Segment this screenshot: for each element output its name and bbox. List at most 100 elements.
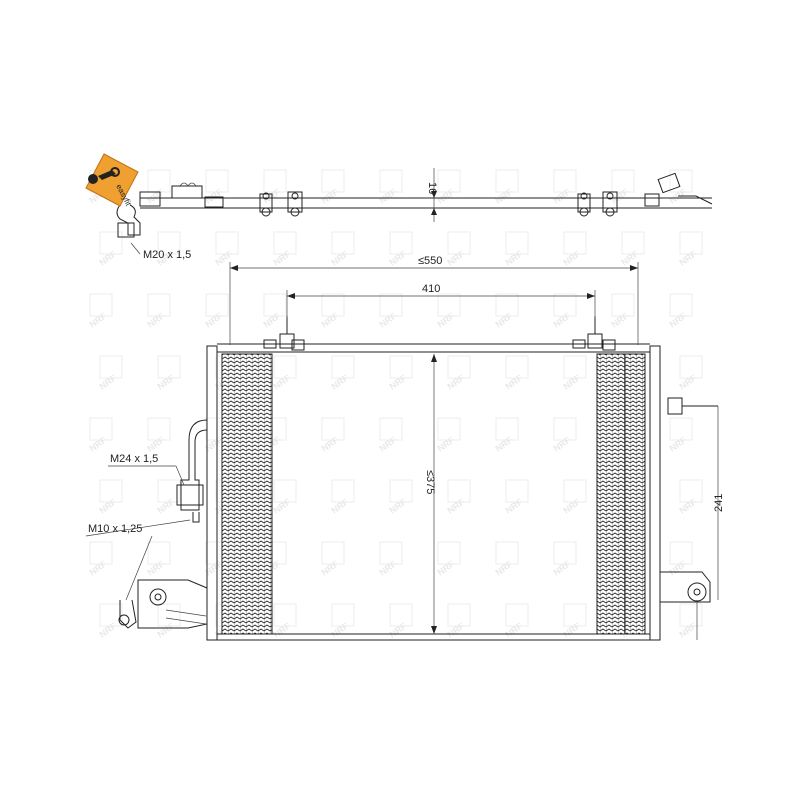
- watermark-text: NRF: [271, 373, 292, 392]
- watermark-text: NRF: [667, 559, 688, 578]
- watermark-tile: [273, 231, 297, 255]
- watermark-tile: [379, 293, 403, 317]
- dimension-thickness: 16: [426, 182, 438, 194]
- front-view: [118, 316, 718, 641]
- watermark-tile: [331, 603, 355, 627]
- watermark-text: NRF: [445, 249, 466, 268]
- watermark-text: NRF: [561, 249, 582, 268]
- watermark-text: NRF: [213, 249, 234, 268]
- watermark-text: NRF: [145, 187, 166, 206]
- watermark-tile: [437, 293, 461, 317]
- watermark-tile: [379, 541, 403, 565]
- watermark-text: NRF: [155, 373, 176, 392]
- watermark-text: NRF: [551, 187, 572, 206]
- watermark-tile: [205, 169, 229, 193]
- watermark-tile: [563, 603, 587, 627]
- watermark-text: NRF: [387, 373, 408, 392]
- watermark-text: NRF: [377, 187, 398, 206]
- watermark-tile: [611, 169, 635, 193]
- watermark-text: NRF: [329, 373, 350, 392]
- watermark-text: NRF: [493, 311, 514, 330]
- dimension-overall-width: ≤550: [418, 255, 442, 267]
- watermark-text: NRF: [445, 621, 466, 640]
- watermark-text: NRF: [329, 497, 350, 516]
- watermark-text: NRF: [561, 373, 582, 392]
- watermark-text: NRF: [503, 621, 524, 640]
- watermark-tile: [157, 355, 181, 379]
- watermark-text: NRF: [503, 249, 524, 268]
- watermark-tile: [147, 541, 171, 565]
- watermark-tile: [389, 603, 413, 627]
- watermark-text: NRF: [493, 187, 514, 206]
- thread-label-mid: M24 x 1,5: [110, 453, 158, 465]
- watermark-tile: [553, 417, 577, 441]
- watermark-tile: [553, 293, 577, 317]
- watermark-text: NRF: [377, 435, 398, 454]
- watermark-tile: [273, 355, 297, 379]
- watermark-text: NRF: [667, 435, 688, 454]
- watermark-text: NRF: [503, 497, 524, 516]
- watermark-tile: [147, 417, 171, 441]
- watermark-text: NRF: [87, 311, 108, 330]
- watermark-text: NRF: [145, 559, 166, 578]
- watermark-tile: [389, 479, 413, 503]
- watermark-text: NRF: [435, 435, 456, 454]
- watermark-tile: [437, 417, 461, 441]
- watermark-tile: [679, 479, 703, 503]
- watermark-tile: [611, 293, 635, 317]
- watermark-text: NRF: [377, 311, 398, 330]
- watermark-tile: [505, 355, 529, 379]
- watermark-tile: [321, 169, 345, 193]
- watermark-tile: [273, 479, 297, 503]
- watermark-text: NRF: [145, 311, 166, 330]
- watermark-text: NRF: [677, 373, 698, 392]
- watermark-tile: [157, 231, 181, 255]
- watermark-text: NRF: [435, 311, 456, 330]
- watermark-text: NRF: [319, 435, 340, 454]
- watermark-text: NRF: [677, 621, 698, 640]
- watermark-text: NRF: [445, 373, 466, 392]
- watermark-text: NRF: [97, 373, 118, 392]
- watermark-text: NRF: [319, 559, 340, 578]
- top-view: [116, 168, 713, 255]
- easyfit-badge: easyfit: [85, 153, 139, 208]
- watermark-tile: [331, 355, 355, 379]
- watermark-tile: [157, 479, 181, 503]
- watermark-text: NRF: [377, 559, 398, 578]
- watermark-tile: [553, 169, 577, 193]
- watermark-tile: [99, 231, 123, 255]
- watermark-text: NRF: [619, 249, 640, 268]
- watermark-tile: [669, 293, 693, 317]
- watermark-text: NRF: [97, 621, 118, 640]
- watermark-text: NRF: [97, 249, 118, 268]
- watermark-tile: [205, 293, 229, 317]
- watermark-text: NRF: [261, 311, 282, 330]
- watermark-tile: [89, 541, 113, 565]
- watermark-text: NRF: [87, 559, 108, 578]
- watermark-tile: [437, 169, 461, 193]
- watermark-tile: [563, 355, 587, 379]
- watermark-tile: [447, 355, 471, 379]
- watermark-tile: [563, 479, 587, 503]
- watermark-text: NRF: [551, 311, 572, 330]
- watermark-text: NRF: [271, 621, 292, 640]
- watermark-text: NRF: [329, 621, 350, 640]
- watermark-tile: [495, 541, 519, 565]
- watermark-text: NRF: [435, 559, 456, 578]
- watermark-tile: [495, 293, 519, 317]
- watermark-text: NRF: [677, 497, 698, 516]
- watermark-tile: [505, 479, 529, 503]
- dimension-core-height: ≤375: [424, 470, 436, 494]
- watermark-text: NRF: [145, 435, 166, 454]
- watermark-text: NRF: [609, 311, 630, 330]
- watermark-text: NRF: [667, 311, 688, 330]
- watermark-tile: [389, 231, 413, 255]
- watermark-tile: [157, 603, 181, 627]
- thread-label-top: M20 x 1,5: [143, 249, 191, 261]
- watermark-tile: [447, 479, 471, 503]
- watermark-tile: [505, 603, 529, 627]
- watermark-tile: [147, 293, 171, 317]
- watermark-tile: [437, 541, 461, 565]
